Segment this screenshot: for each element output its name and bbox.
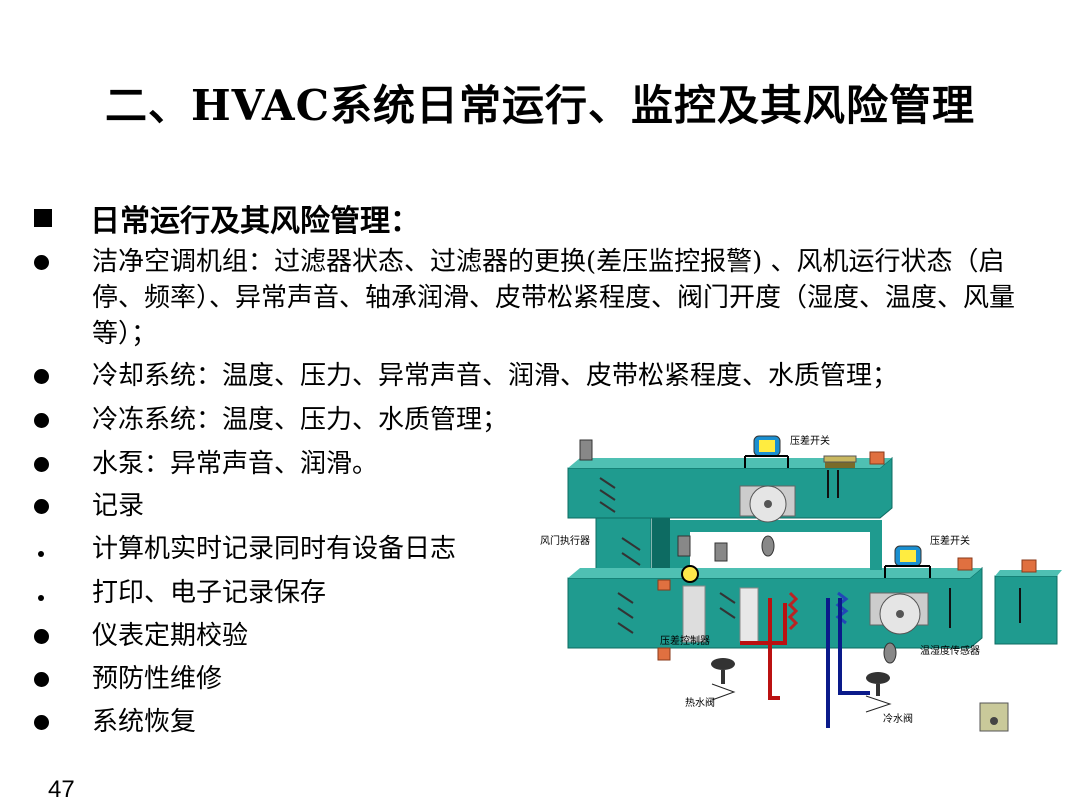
fan-icon [869,592,929,635]
fan-icon [739,485,796,523]
pressure-switch-icon [884,545,931,578]
heating-coil-icon [787,591,799,631]
filter-icon [682,585,706,643]
list-item: 洁净空调机组：过滤器状态、过滤器的更换(差压监控报警) 、风机运行状态（启停、频… [34,244,1024,352]
ahu-diagram: 压差开关 压差开关 风门执行器 压差控制器 温湿度传感器 热水阀 冷水阀 [540,434,1062,732]
bullet-icon [34,488,92,524]
list-item-text: 洁净空调机组：过滤器状态、过滤器的更换(差压监控报警) 、风机运行状态（启停、频… [92,247,1016,349]
label-cold-water-valve: 冷水阀 [883,712,913,725]
bulb-icon [579,439,897,664]
sensor-icon [657,451,1037,661]
end-section [994,575,1058,645]
label-pressure-switch-right: 压差开关 [930,534,970,547]
label-damper-actuator: 风门执行器 [540,534,590,547]
list-item-text: 预防性维修 [92,664,223,694]
bullet-icon [34,618,92,654]
list-item: 系统恢复 [34,704,1024,740]
list-item: 仪表定期校验 [34,618,1024,654]
bullet-icon [34,244,92,352]
small-bullet-icon [34,531,92,567]
label-hot-water-valve: 热水阀 [685,696,715,709]
bullet-icon [34,704,92,740]
bullet-icon [34,661,92,697]
list-item-text: 计算机实时记录同时有设备日志 [92,534,457,564]
section-heading-text: 日常运行及其风险管理： [90,204,420,239]
page-number: 47 [48,776,75,803]
list-item: 预防性维修 [34,661,1024,697]
gauge-icon [681,565,699,583]
list-item: 记录 [34,488,1024,524]
list-item: 水泵：异常声音、润滑。 [34,446,1024,482]
list-item: 冷冻系统：温度、压力、水质管理； [34,402,1024,438]
bullet-icon [34,358,92,394]
square-bullet-icon [34,209,52,227]
list-item-text: 记录 [92,491,145,521]
list-item-text: 冷冻系统：温度、压力、水质管理； [92,405,509,435]
list-item: 打印、电子记录保存 [34,575,1024,611]
bullet-icon [34,446,92,482]
damper-icon [599,477,736,634]
list-item: 计算机实时记录同时有设备日志 [34,531,1024,567]
list-item-text: 冷却系统：温度、压力、异常声音、润滑、皮带松紧程度、水质管理； [92,361,899,391]
list-item-text: 系统恢复 [92,707,197,737]
list-item-text: 打印、电子记录保存 [92,578,327,608]
pressure-switch-icon [744,435,789,468]
section-heading: 日常运行及其风险管理： [34,196,420,240]
label-temp-humidity-sensor: 温湿度传感器 [920,644,980,657]
list-item-text: 水泵：异常声音、润滑。 [92,449,379,479]
list-item-text: 仪表定期校验 [92,621,249,651]
list-item: 冷却系统：温度、压力、异常声音、润滑、皮带松紧程度、水质管理； [34,358,1024,394]
bullet-icon [34,402,92,438]
slide-title: 二、HVAC系统日常运行、监控及其风险管理 [104,81,976,130]
label-pressure-controller: 压差控制器 [660,634,710,647]
valve-icon [865,672,892,713]
valve-icon [711,658,736,701]
label-pressure-switch-top: 压差开关 [790,434,830,447]
small-bullet-icon [34,575,92,611]
damper-actuator-icon [823,455,857,463]
